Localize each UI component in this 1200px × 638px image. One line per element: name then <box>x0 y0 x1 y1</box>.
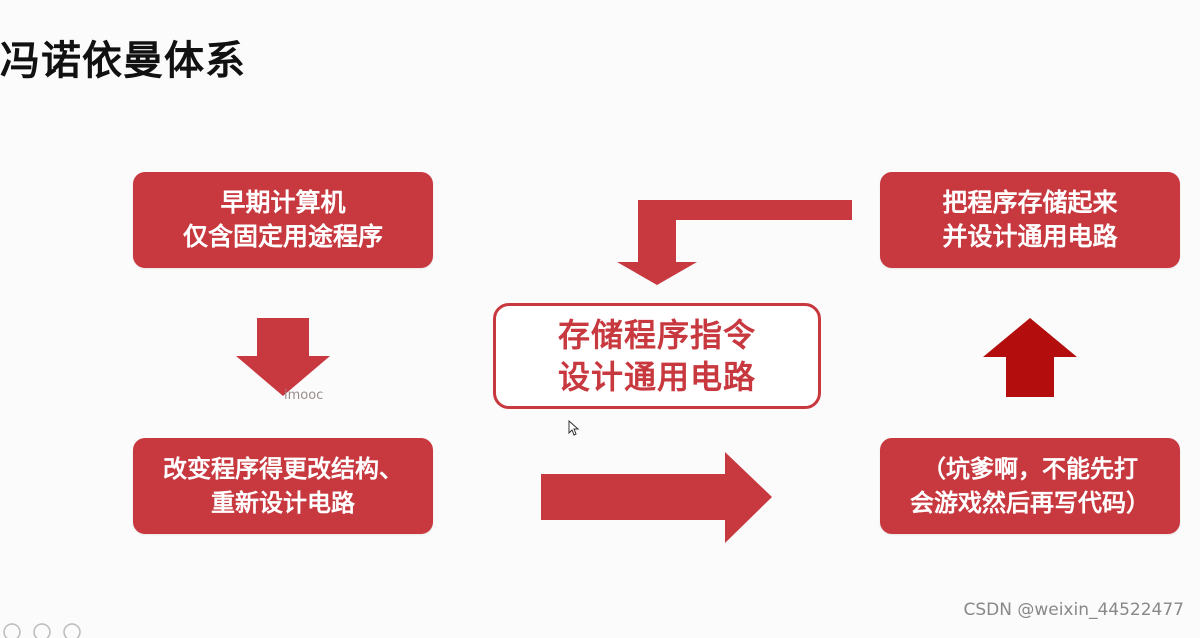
arrow-right-bottom <box>541 452 772 543</box>
box-store-line2: 并设计通用电路 <box>942 222 1118 251</box>
imooc-watermark: imooc <box>284 388 324 403</box>
control-circle-2 <box>33 623 51 638</box>
box-joke-line2: 会游戏然后再写代码） <box>910 489 1150 517</box>
box-joke-line1: （坑爹啊，不能先打 <box>922 455 1138 483</box>
box-early-computer: 早期计算机 仅含固定用途程序 <box>133 172 433 268</box>
center-line1: 存储程序指令 <box>557 316 756 354</box>
box-change-program: 改变程序得更改结构、 重新设计电路 <box>133 438 433 534</box>
page-title: 冯诺依曼体系 <box>0 38 246 84</box>
box-early-line2: 仅含固定用途程序 <box>182 222 383 251</box>
box-store-line1: 把程序存储起来 <box>942 188 1118 217</box>
box-early-line1: 早期计算机 <box>220 188 346 217</box>
box-joke: （坑爹啊，不能先打 会游戏然后再写代码） <box>880 438 1180 534</box>
box-change-line2: 重新设计电路 <box>211 489 355 517</box>
control-circle-1 <box>3 623 21 638</box>
box-store-program: 把程序存储起来 并设计通用电路 <box>880 172 1180 268</box>
center-box-stored-program: 存储程序指令 设计通用电路 <box>493 303 821 409</box>
arrow-up-right <box>983 318 1077 397</box>
center-line2: 设计通用电路 <box>557 358 756 396</box>
control-circle-3 <box>63 623 81 638</box>
player-controls[interactable] <box>0 618 100 638</box>
mouse-cursor-icon <box>568 420 580 436</box>
arrow-down-left <box>236 318 330 396</box>
box-change-line1: 改变程序得更改结构、 <box>163 455 403 483</box>
csdn-credit: CSDN @weixin_44522477 <box>963 600 1184 620</box>
arrow-bent-top <box>617 200 852 285</box>
